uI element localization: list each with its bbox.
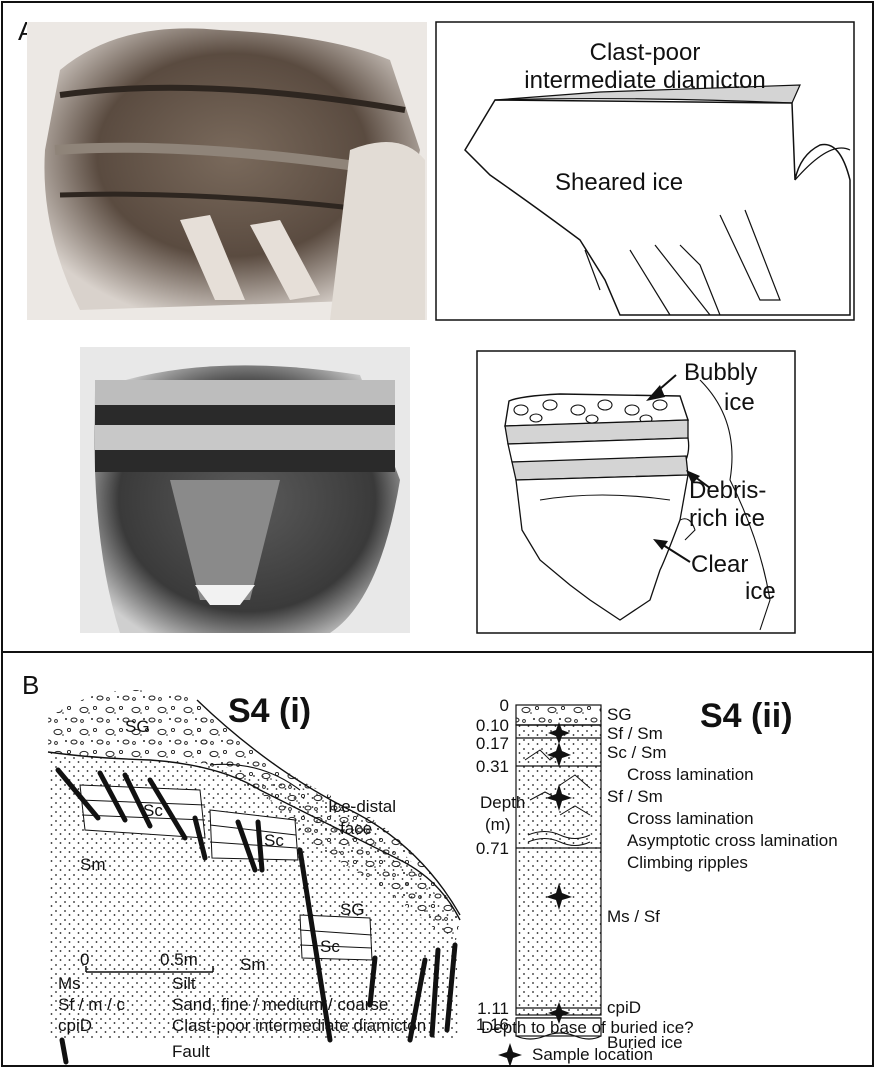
section-s4-ii: S4 (ii) Depth (m) 0 0.10 0.17 0.31 0.71 … (476, 696, 838, 1052)
label-sheared-ice: Sheared ice (555, 169, 683, 196)
unit-label: Sc (320, 937, 340, 956)
log-description: Climbing ripples (627, 853, 748, 872)
section-i-title: S4 (i) (228, 692, 311, 730)
unit-label: Sm (240, 955, 266, 974)
log-description: cpiD (607, 998, 641, 1017)
scale-end: 0.5m (160, 950, 198, 969)
log-description: Sf / Sm (607, 787, 663, 806)
depth-tick: 0.31 (476, 757, 509, 776)
base-question: Depth to base of buried ice? (481, 1018, 694, 1037)
unit-label: Sm (80, 855, 106, 874)
label-diamicton-1: Clast-poor (590, 39, 701, 66)
sketch-top: Clast-poor intermediate diamicton Sheare… (436, 22, 854, 320)
legend-code: Sf / m / c (58, 995, 126, 1014)
log-description: Asymptotic cross lamination (627, 831, 838, 850)
unit-label: SG (125, 717, 150, 736)
legend-code: cpiD (58, 1016, 92, 1035)
depth-axis-label-1: Depth (480, 793, 525, 812)
photo-bottom (80, 347, 410, 633)
depth-tick: 0.10 (476, 716, 509, 735)
log-description: Cross lamination (627, 809, 754, 828)
unit-label: SG (340, 900, 365, 919)
log-description: Sf / Sm (607, 724, 663, 743)
label-clear-1: Clear (691, 551, 748, 578)
unit-label: Sc (143, 801, 163, 820)
section-s4-i: SG Sc Sc Sm Sm SG Sc Ice-distal face S4 … (48, 690, 460, 1040)
sample-location-icon (498, 1043, 522, 1067)
section-ii-title: S4 (ii) (700, 697, 793, 735)
legend-sample-location: Sample location (532, 1045, 653, 1064)
log-description: Cross lamination (627, 765, 754, 784)
legend-meaning: Silt (172, 974, 196, 993)
log-description: Ms / Sf (607, 907, 660, 926)
depth-tick: 0.17 (476, 734, 509, 753)
scale-start: 0 (80, 950, 89, 969)
legend-code: Ms (58, 974, 81, 993)
log-description: SG (607, 705, 632, 724)
depth-tick: 0 (500, 696, 509, 715)
panel-b-letter: B (22, 670, 39, 700)
fault-symbol (62, 1040, 66, 1062)
legend-meaning: Fault (172, 1042, 210, 1061)
label-bubbly-2: ice (724, 389, 755, 416)
legend-meaning: Sand, fine / medium / coarse (172, 995, 388, 1014)
label-debris-1: Debris- (689, 477, 766, 504)
label-bubbly-1: Bubbly (684, 359, 757, 386)
label-clear-2: ice (745, 578, 776, 605)
ice-distal-label-1: Ice-distal (328, 797, 396, 816)
ice-distal-label-2: face (340, 819, 372, 838)
legend-meaning: Clast-poor intermediate diamicton (172, 1016, 426, 1035)
depth-tick: 0.71 (476, 839, 509, 858)
depth-axis-label-2: (m) (485, 815, 510, 834)
photo-top (27, 22, 427, 320)
sketch-bottom: Bubbly ice Debris- rich ice Clear ice (477, 351, 795, 633)
label-diamicton-2: intermediate diamicton (524, 67, 765, 94)
log-description: Sc / Sm (607, 743, 667, 762)
label-debris-2: rich ice (689, 505, 765, 532)
unit-label: Sc (264, 831, 284, 850)
